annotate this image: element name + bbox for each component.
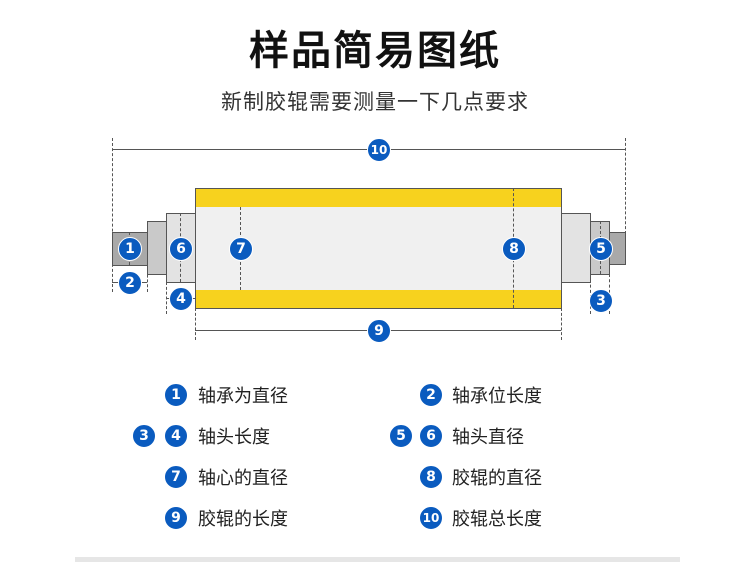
legend-badge: 3 bbox=[132, 424, 156, 448]
extension-line bbox=[147, 265, 148, 292]
badge-9: 9 bbox=[367, 319, 391, 343]
legend-label: 轴头长度 bbox=[198, 427, 270, 448]
legend-badge: 9 bbox=[164, 506, 188, 530]
legend-badge: 6 bbox=[419, 424, 443, 448]
shaft-step-left bbox=[147, 221, 167, 275]
legend-badge: 2 bbox=[419, 383, 443, 407]
badge-3: 3 bbox=[589, 289, 613, 313]
badge-4: 4 bbox=[169, 287, 193, 311]
legend-badge: 1 bbox=[164, 383, 188, 407]
extension-line bbox=[625, 138, 626, 234]
legend-label: 轴心的直径 bbox=[198, 468, 288, 489]
badge-10: 10 bbox=[367, 138, 391, 162]
legend-badge: 4 bbox=[164, 424, 188, 448]
legend-badge: 10 bbox=[419, 506, 443, 530]
shaft-head-right bbox=[561, 213, 591, 283]
rubber-layer-top bbox=[196, 189, 561, 207]
badge-1: 1 bbox=[118, 237, 142, 261]
legend-label: 胶辊总长度 bbox=[452, 509, 542, 530]
legend-label: 胶辊的直径 bbox=[452, 468, 542, 489]
extension-line bbox=[561, 308, 562, 340]
legend-badge: 7 bbox=[164, 465, 188, 489]
badge-6: 6 bbox=[169, 237, 193, 261]
legend-badge: 5 bbox=[389, 424, 413, 448]
extension-line bbox=[112, 138, 113, 292]
legend-badge: 8 bbox=[419, 465, 443, 489]
badge-8: 8 bbox=[502, 237, 526, 261]
badge-2: 2 bbox=[118, 271, 142, 295]
legend-label: 轴头直径 bbox=[452, 427, 524, 448]
extension-line bbox=[195, 308, 196, 340]
legend-label: 胶辊的长度 bbox=[198, 509, 288, 530]
legend-label: 轴承为直径 bbox=[198, 386, 288, 407]
roller-body bbox=[195, 188, 562, 309]
badge-7: 7 bbox=[229, 237, 253, 261]
rubber-layer-bottom bbox=[196, 290, 561, 308]
badge-5: 5 bbox=[589, 237, 613, 261]
bottom-divider bbox=[75, 557, 680, 562]
legend-label: 轴承位长度 bbox=[452, 386, 542, 407]
subtitle: 新制胶辊需要测量一下几点要求 bbox=[221, 90, 529, 114]
page-title: 样品简易图纸 bbox=[249, 28, 501, 74]
